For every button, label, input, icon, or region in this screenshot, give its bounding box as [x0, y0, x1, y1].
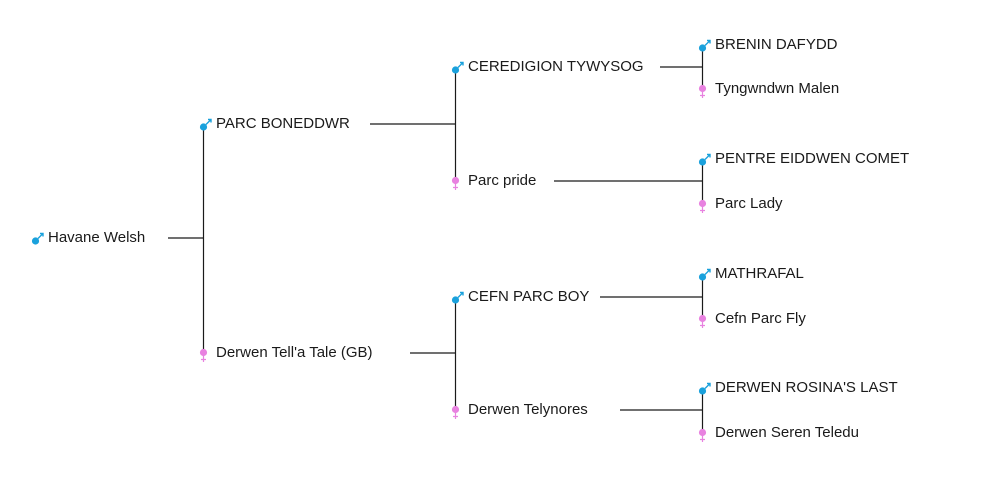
- male-symbol-icon: [698, 382, 711, 395]
- horse-name[interactable]: Tyngwndwn Malen: [715, 80, 840, 97]
- horse-name[interactable]: CEREDIGION TYWYSOG: [468, 58, 644, 75]
- female-symbol-icon: [451, 405, 460, 419]
- horse-name[interactable]: PENTRE EIDDWEN COMET: [715, 150, 910, 167]
- horse-name[interactable]: Cefn Parc Fly: [715, 310, 806, 327]
- horse-name[interactable]: PARC BONEDDWR: [216, 115, 350, 132]
- female-symbol-icon: [698, 84, 707, 98]
- horse-name[interactable]: Parc pride: [468, 172, 537, 189]
- horse-name[interactable]: Derwen Telynores: [468, 401, 588, 418]
- horse-name[interactable]: BRENIN DAFYDD: [715, 36, 838, 53]
- male-symbol-icon: [451, 61, 464, 74]
- horse-name[interactable]: DERWEN ROSINA'S LAST: [715, 379, 898, 396]
- male-symbol-icon: [451, 291, 464, 304]
- horse-name[interactable]: Parc Lady: [715, 195, 783, 212]
- female-symbol-icon: [698, 199, 707, 213]
- horse-name[interactable]: Derwen Seren Teledu: [715, 424, 859, 441]
- male-symbol-icon: [199, 118, 212, 131]
- horse-name[interactable]: Derwen Tell'a Tale (GB): [216, 344, 373, 361]
- horse-name[interactable]: MATHRAFAL: [715, 265, 804, 282]
- female-symbol-icon: [698, 428, 707, 442]
- male-symbol-icon: [31, 232, 44, 245]
- female-symbol-icon: [451, 176, 460, 190]
- male-symbol-icon: [698, 153, 711, 166]
- male-symbol-icon: [698, 39, 711, 52]
- horse-name[interactable]: CEFN PARC BOY: [468, 288, 590, 305]
- male-symbol-icon: [698, 268, 711, 281]
- horse-name[interactable]: Havane Welsh: [48, 229, 146, 246]
- female-symbol-icon: [698, 314, 707, 328]
- female-symbol-icon: [199, 348, 208, 362]
